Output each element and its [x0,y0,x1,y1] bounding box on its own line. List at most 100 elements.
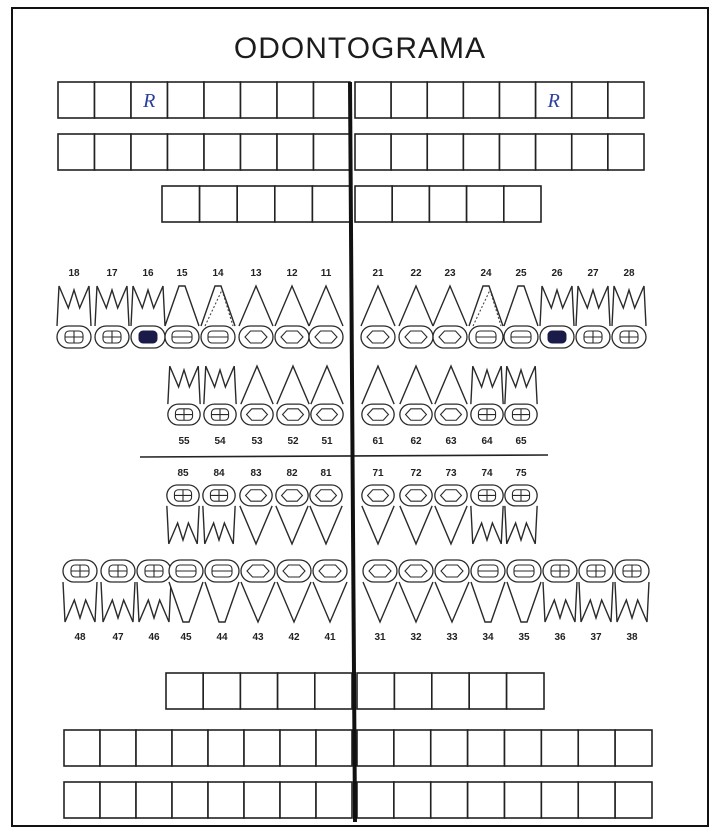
notation-box[interactable] [391,134,427,170]
notation-box[interactable] [463,82,499,118]
notation-box[interactable] [355,82,391,118]
notation-box[interactable] [95,134,132,170]
notation-box[interactable] [166,673,203,709]
notation-box[interactable] [241,82,278,118]
notation-box[interactable] [136,782,172,818]
notation-box[interactable] [394,673,431,709]
notation-box[interactable] [615,782,652,818]
notation-box[interactable] [64,730,100,766]
notation-box[interactable] [100,782,136,818]
notation-box[interactable] [357,782,394,818]
notation-box[interactable] [468,730,505,766]
notation-box[interactable] [275,186,313,222]
notation-box[interactable] [277,134,314,170]
tooth-55[interactable] [168,366,200,425]
notation-box[interactable] [204,82,241,118]
notation-box[interactable] [136,730,172,766]
tooth-75[interactable] [505,485,537,544]
notation-box[interactable] [208,730,244,766]
notation-box[interactable] [316,730,352,766]
notation-box[interactable] [615,730,652,766]
notation-box[interactable] [536,134,572,170]
notation-box[interactable] [208,782,244,818]
notation-box[interactable] [315,673,352,709]
notation-box[interactable] [427,134,463,170]
notation-box[interactable] [505,730,542,766]
tooth-48[interactable] [63,560,97,622]
notation-box[interactable] [469,673,506,709]
notation-box[interactable] [500,134,536,170]
tooth-54[interactable] [204,366,236,425]
notation-box[interactable] [468,782,505,818]
notation-box[interactable] [314,82,351,118]
notation-box[interactable] [312,186,350,222]
notation-box[interactable] [431,730,468,766]
notation-box[interactable] [507,673,544,709]
tooth-28[interactable] [612,286,646,348]
notation-box[interactable] [504,186,541,222]
notation-box[interactable] [357,673,394,709]
notation-box[interactable] [58,82,95,118]
tooth-46[interactable] [137,560,171,622]
tooth-74[interactable] [471,485,503,544]
notation-box[interactable] [168,82,205,118]
notation-box[interactable] [572,82,608,118]
notation-box[interactable] [357,730,394,766]
notation-box[interactable] [314,134,351,170]
notation-box[interactable] [394,730,431,766]
tooth-36[interactable] [543,560,577,622]
notation-box[interactable] [131,134,168,170]
tooth-17[interactable] [95,286,129,348]
notation-box[interactable] [391,82,427,118]
notation-box[interactable] [392,186,429,222]
notation-box[interactable] [162,186,200,222]
notation-box[interactable] [204,134,241,170]
tooth-37[interactable] [579,560,613,622]
tooth-65[interactable] [505,366,537,425]
tooth-64[interactable] [471,366,503,425]
tooth-27[interactable] [576,286,610,348]
notation-box[interactable] [432,673,469,709]
tooth-47[interactable] [101,560,135,622]
notation-box[interactable] [355,186,392,222]
notation-box[interactable] [429,186,466,222]
notation-box[interactable] [64,782,100,818]
notation-box[interactable] [278,673,315,709]
notation-box[interactable] [172,782,208,818]
notation-box[interactable] [427,82,463,118]
tooth-16[interactable] [131,286,165,348]
notation-box[interactable] [578,782,615,818]
notation-box[interactable] [316,782,352,818]
notation-box[interactable] [505,782,542,818]
notation-box[interactable] [431,782,468,818]
tooth-18[interactable] [57,286,91,348]
notation-box[interactable] [237,186,275,222]
notation-box[interactable] [200,186,238,222]
notation-box[interactable] [355,134,391,170]
notation-box[interactable] [541,730,578,766]
notation-box[interactable] [280,730,316,766]
notation-box[interactable] [608,82,644,118]
notation-box[interactable] [240,673,277,709]
tooth-85[interactable] [167,485,199,544]
notation-box[interactable] [203,673,240,709]
notation-box[interactable] [541,782,578,818]
notation-box[interactable] [168,134,205,170]
notation-box[interactable] [608,134,644,170]
notation-box[interactable] [100,730,136,766]
notation-box[interactable] [172,730,208,766]
notation-box[interactable] [500,82,536,118]
notation-box[interactable] [280,782,316,818]
notation-box[interactable] [244,782,280,818]
notation-box[interactable] [58,134,95,170]
notation-box[interactable] [463,134,499,170]
tooth-38[interactable] [615,560,649,622]
tooth-26[interactable] [540,286,574,348]
notation-box[interactable] [394,782,431,818]
notation-box[interactable] [241,134,278,170]
tooth-84[interactable] [203,485,235,544]
notation-box[interactable] [95,82,132,118]
notation-box[interactable] [277,82,314,118]
notation-box[interactable] [244,730,280,766]
notation-box[interactable] [467,186,504,222]
